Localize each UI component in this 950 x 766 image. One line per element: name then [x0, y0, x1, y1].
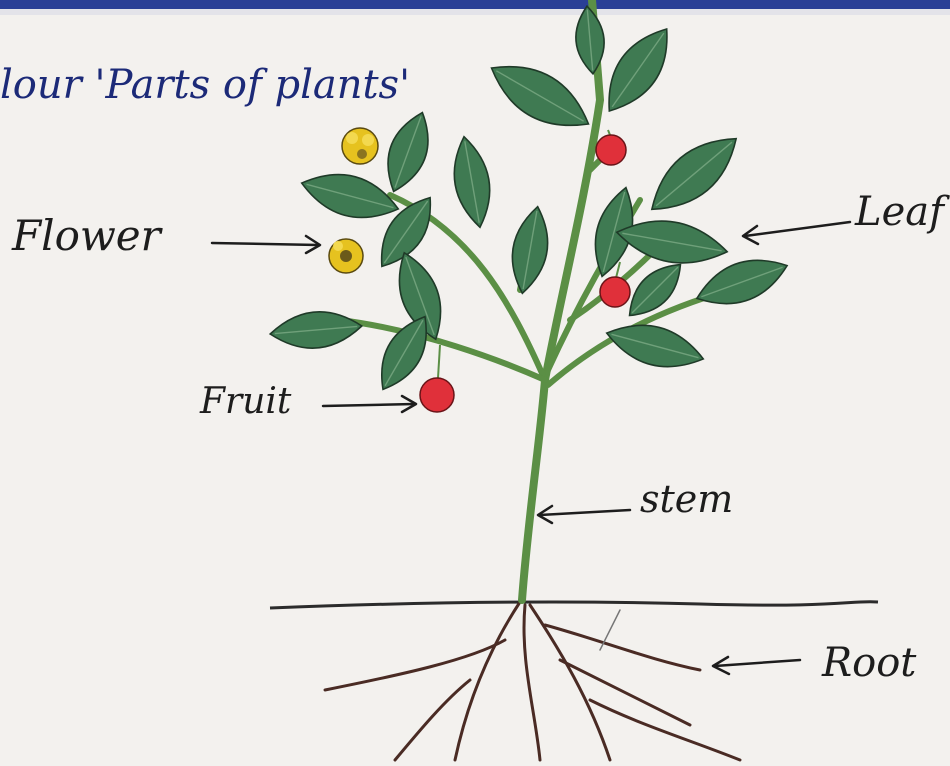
leaf	[481, 49, 600, 143]
fruit-lower	[420, 345, 454, 412]
leaf-label: Leaf	[854, 189, 950, 235]
leaf	[377, 106, 440, 197]
diagram-title: lour 'Parts of plants'	[0, 62, 410, 108]
ground-line	[270, 602, 878, 608]
flower-label: Flower	[11, 211, 164, 260]
leaf	[297, 164, 404, 229]
fruit-arrow	[323, 396, 416, 412]
top-border	[0, 0, 950, 9]
leaf	[573, 5, 607, 75]
fruit-label: Fruit	[199, 381, 292, 422]
leaf	[593, 18, 683, 123]
stem-arrow	[538, 506, 630, 523]
leaf	[638, 123, 749, 226]
flower-upper	[342, 128, 378, 164]
leaf	[269, 308, 364, 352]
flower-arrow	[212, 236, 320, 253]
leaf	[506, 204, 555, 297]
stem-label: stem	[640, 477, 733, 521]
flower-lower	[329, 239, 363, 273]
leaf-arrow	[743, 222, 850, 244]
fruit-top	[596, 130, 626, 165]
leaf	[447, 134, 496, 231]
leaf	[602, 315, 708, 378]
top-border-shadow	[0, 9, 950, 15]
roots	[325, 602, 740, 760]
root-label: Root	[821, 640, 917, 686]
root-arrow	[713, 657, 800, 674]
